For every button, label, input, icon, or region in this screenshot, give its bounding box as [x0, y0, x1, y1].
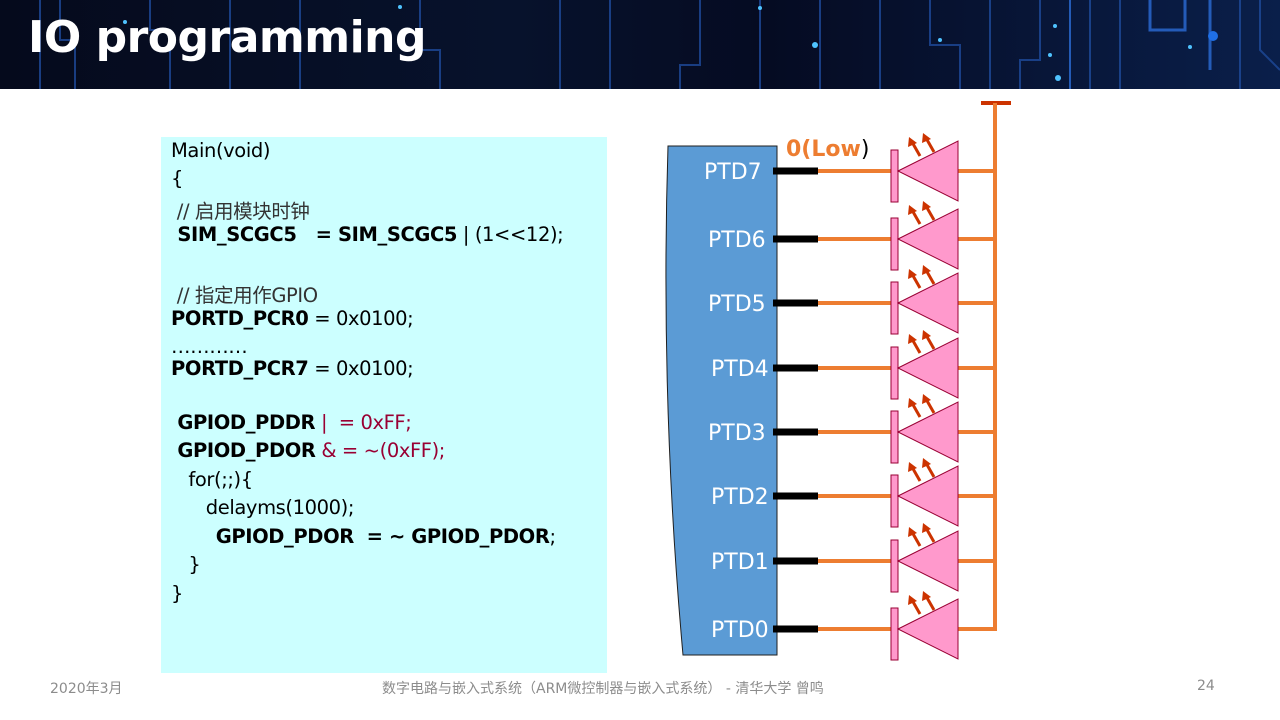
arrowhead-icon: [922, 523, 931, 533]
code-line: // 指定用作GPIO: [171, 279, 318, 308]
led-triangle: [896, 208, 959, 270]
code-line: GPIOD_PDOR & = ~(0xFF);: [171, 439, 445, 462]
slide-title: IO programming: [28, 12, 427, 63]
led-row: PTD0: [711, 591, 997, 661]
header-banner: IO programming: [0, 0, 1280, 89]
pin-label: PTD5: [708, 292, 766, 317]
led-triangle: [896, 465, 959, 527]
code-line: for(;;){: [171, 468, 253, 491]
pin-label: PTD3: [708, 421, 766, 446]
code-token: // 启用模块时钟: [171, 200, 310, 223]
code-token: & = ~(0xFF);: [315, 439, 445, 462]
led-row: PTD5: [708, 265, 997, 335]
pin-label: PTD2: [711, 485, 769, 510]
led-row: PTD1: [711, 523, 997, 593]
code-line: SIM_SCGC5 = SIM_SCGC5 | (1<<12);: [171, 223, 563, 246]
footer-page-number: 24: [1197, 678, 1215, 694]
code-token: = 0x0100;: [308, 307, 414, 330]
footer-course: 数字电路与嵌入式系统（ARM微控制器与嵌入式系统） - 清华大学 曾鸣: [382, 681, 824, 697]
arrowhead-icon: [908, 334, 917, 344]
led-row: PTD2: [711, 458, 997, 528]
led-cathode-bar: [890, 474, 899, 528]
code-token: …………: [171, 335, 248, 358]
code-line: }: [171, 582, 183, 605]
code-token: | (1<<12);: [457, 223, 564, 246]
code-line: Main(void): [171, 139, 270, 162]
arrowhead-icon: [922, 201, 931, 211]
footer-date: 2020年3月: [50, 681, 123, 697]
code-line: GPIOD_PDOR = ~ GPIOD_PDOR;: [171, 525, 556, 548]
code-line: …………: [171, 335, 248, 358]
code-token: // 指定用作GPIO: [171, 284, 318, 307]
arrowhead-icon: [908, 269, 917, 279]
code-token: | = 0xFF;: [315, 411, 412, 434]
led-triangle: [896, 598, 959, 660]
led-cathode-bar: [890, 539, 899, 593]
code-line: PORTD_PCR0 = 0x0100;: [171, 307, 414, 330]
led-cathode-bar: [890, 410, 899, 464]
arrowhead-icon: [908, 462, 917, 472]
code-token: Main(void): [171, 139, 271, 162]
code-token: }: [171, 582, 184, 605]
led-cathode-bar: [890, 281, 899, 335]
led-cathode-bar: [890, 346, 899, 400]
led-row: PTD4: [711, 330, 997, 400]
code-token: GPIOD_PDOR = ~ GPIOD_PDOR: [171, 525, 550, 548]
arrowhead-icon: [908, 205, 917, 215]
led-row: PTD7: [704, 133, 997, 203]
code-line: PORTD_PCR7 = 0x0100;: [171, 357, 414, 380]
led-triangle: [896, 272, 959, 334]
pin-label: PTD6: [708, 228, 766, 253]
code-token: = 0x0100;: [308, 357, 414, 380]
led-triangle: [896, 337, 959, 399]
led-triangle: [896, 140, 959, 202]
led-cathode-bar: [890, 217, 899, 271]
pin-label: PTD7: [704, 160, 762, 185]
pin-label: PTD4: [711, 357, 769, 382]
led-row: PTD6: [708, 201, 997, 271]
level-label: 0(Low): [786, 137, 869, 162]
code-token: GPIOD_PDDR: [171, 411, 316, 434]
arrowhead-icon: [922, 330, 931, 340]
code-token: ;: [549, 525, 556, 548]
code-token: delayms(1000);: [171, 496, 355, 519]
code-listing: Main(void) { // 启用模块时钟 SIM_SCGC5 = SIM_SC…: [161, 137, 607, 673]
level-label-value: 0(Low: [786, 137, 861, 162]
arrowhead-icon: [922, 133, 931, 143]
code-token: {: [171, 167, 184, 190]
arrowhead-icon: [908, 137, 917, 147]
code-token: GPIOD_PDOR: [171, 439, 316, 462]
code-line: GPIOD_PDDR | = 0xFF;: [171, 411, 411, 434]
mcu-chip: [665, 145, 778, 656]
circuit-background: [39, 0, 1280, 89]
code-token: for(;;){: [171, 468, 253, 491]
code-line: delayms(1000);: [171, 496, 355, 519]
arrowhead-icon: [908, 595, 917, 605]
arrowhead-icon: [922, 591, 931, 601]
led-cathode-bar: [890, 607, 899, 661]
code-line: // 启用模块时钟: [171, 195, 310, 224]
led-row: PTD3: [708, 394, 997, 464]
arrowhead-icon: [922, 458, 931, 468]
led-cathode-bar: [890, 149, 899, 203]
led-triangle: [896, 530, 959, 592]
code-token: PORTD_PCR7: [171, 357, 309, 380]
code-token: SIM_SCGC5 = SIM_SCGC5: [171, 223, 458, 246]
level-label-paren: ): [861, 137, 870, 162]
pin-label: PTD0: [711, 618, 769, 643]
code-line: }: [171, 553, 200, 576]
code-token: PORTD_PCR0: [171, 307, 309, 330]
code-token: }: [171, 553, 201, 576]
arrowhead-icon: [922, 265, 931, 275]
code-line: {: [171, 167, 183, 190]
arrowhead-icon: [908, 527, 917, 537]
led-triangle: [896, 401, 959, 463]
arrowhead-icon: [922, 394, 931, 404]
pin-label: PTD1: [711, 550, 769, 575]
arrowhead-icon: [908, 398, 917, 408]
